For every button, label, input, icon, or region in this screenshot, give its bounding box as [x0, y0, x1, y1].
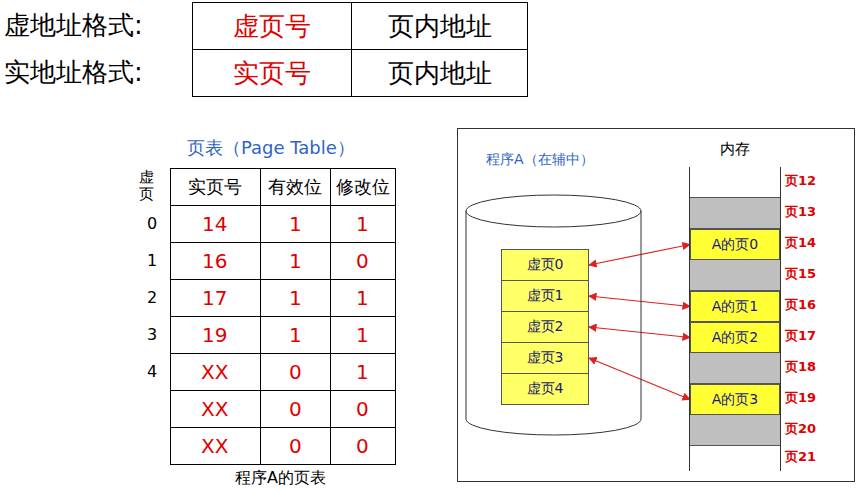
column-header: 实页号: [188, 177, 242, 198]
table-title: 页表（Page Table）: [187, 138, 355, 159]
column-header: 有效位: [268, 177, 322, 198]
table-cell: 0: [289, 398, 302, 421]
table-cell: XX: [201, 361, 228, 384]
memory-slot-used: [690, 260, 780, 291]
table-cell: 1: [356, 324, 369, 347]
node-label: 内存: [720, 141, 750, 158]
page-number: 页15: [785, 267, 816, 282]
node-label: 页内地址: [388, 9, 492, 44]
memory-slot: [690, 167, 780, 198]
format-label: 实地址格式:: [4, 58, 143, 88]
page-number: 页12: [785, 174, 816, 189]
field-box: 页内地址: [351, 49, 528, 97]
format-label: 虚地址格式:: [4, 11, 143, 41]
node-label: 虚页0: [527, 256, 564, 274]
row-number: 4: [147, 363, 157, 381]
table-rule: [170, 316, 395, 317]
mapping-arrow: [589, 358, 690, 400]
table-cell: 1: [289, 324, 302, 347]
virtual-page: 虚页3: [501, 342, 589, 374]
node-label: 页内地址: [388, 56, 492, 91]
table-rule: [170, 205, 395, 206]
table-cell: XX: [201, 435, 228, 458]
table-cell: 1: [356, 287, 369, 310]
field-box: 实页号: [192, 49, 352, 97]
memory-page: A的页3: [690, 384, 780, 415]
row-number: 1: [147, 252, 157, 270]
table-cell: 1: [356, 361, 369, 384]
row-number: 3: [147, 326, 157, 344]
table-rule: [170, 427, 395, 428]
table-rule: [170, 279, 395, 280]
node-label: 虚页4: [527, 380, 564, 398]
node-label: 虚页号: [233, 9, 311, 44]
page-number: 页18: [785, 360, 816, 375]
node-label: 虚页3: [527, 349, 564, 367]
mapping-arrow: [589, 245, 690, 266]
table-cell: 0: [356, 398, 369, 421]
table-rule: [170, 390, 395, 391]
table-rule: [170, 353, 395, 354]
virtual-page: 虚页1: [501, 280, 589, 312]
table-cell: 0: [356, 435, 369, 458]
node-label: 程序A（在辅中）: [486, 151, 594, 167]
column-header: 修改位: [336, 177, 390, 198]
table-cell: 19: [202, 324, 227, 347]
table-cell: 0: [289, 435, 302, 458]
field-box: 虚页号: [192, 2, 352, 50]
table-cell: 1: [356, 213, 369, 236]
memory-page: A的页0: [690, 229, 780, 260]
memory-slot-used: [690, 353, 780, 384]
node-label: 虚页2: [527, 318, 564, 336]
memory-page: A的页1: [690, 291, 780, 322]
table-cell: 1: [289, 213, 302, 236]
cylinder-top: [466, 195, 641, 227]
page-number: 页13: [785, 205, 816, 220]
page-number: 页17: [785, 329, 816, 344]
virtual-page: 虚页0: [501, 249, 589, 281]
page-number: 页20: [785, 422, 816, 437]
virtual-page: 虚页4: [501, 373, 589, 405]
caption: 程序A的页表: [235, 469, 326, 487]
table-cell: XX: [201, 398, 228, 421]
table-cell: 1: [289, 287, 302, 310]
virtual-page: 虚页2: [501, 311, 589, 343]
node-label: A的页2: [712, 329, 758, 347]
table-cell: 17: [202, 287, 227, 310]
memory-slot-used: [690, 198, 780, 229]
node-label: A的页3: [712, 391, 758, 409]
page-number: 页16: [785, 298, 816, 313]
table-rule: [170, 242, 395, 243]
mapping-arrow: [589, 296, 690, 307]
axis-label: 虚页: [139, 169, 154, 202]
node-label: A的页1: [712, 298, 758, 316]
page-number: 页19: [785, 391, 816, 406]
row-number: 0: [147, 215, 157, 233]
page-number: 页21: [785, 450, 816, 465]
memory-page: A的页2: [690, 322, 780, 353]
field-box: 页内地址: [351, 2, 528, 50]
memory-column: 内存A的页0A的页1A的页2A的页3: [689, 167, 781, 471]
node-label: 虚页1: [527, 287, 564, 305]
page-number: 页14: [785, 236, 816, 251]
table-cell: 1: [289, 250, 302, 273]
mapping-arrow: [589, 327, 690, 338]
table-cell: 16: [202, 250, 227, 273]
cylinder-body: [466, 211, 641, 435]
node-label: 实页号: [233, 56, 311, 91]
table-cell: 0: [289, 361, 302, 384]
memory-slot: [690, 446, 780, 471]
row-number: 2: [147, 289, 157, 307]
table-cell: 0: [356, 250, 369, 273]
node-label: A的页0: [712, 236, 758, 254]
memory-slot-used: [690, 415, 780, 446]
table-cell: 14: [202, 213, 227, 236]
table-border: [171, 169, 396, 465]
